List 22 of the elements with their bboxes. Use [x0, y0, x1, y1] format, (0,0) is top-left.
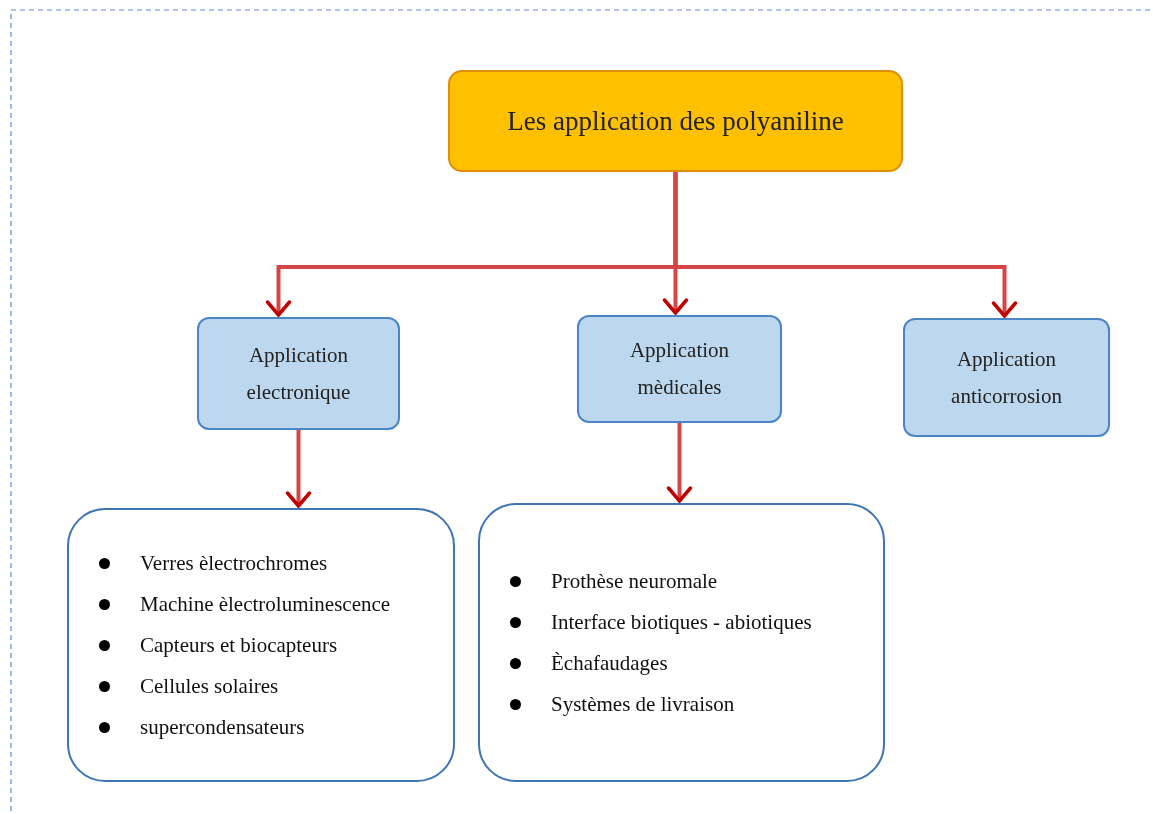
title-text: Les application des polyaniline [507, 105, 844, 137]
list-box [67, 508, 455, 782]
list-item: supercondensateurs [140, 714, 305, 740]
category-label: Application mèdicales [628, 337, 731, 401]
list-item: Èchafaudages [551, 650, 668, 676]
title-box [448, 70, 903, 172]
list-item: Prothèse neuromale [551, 568, 718, 594]
category-label: Application anticorrosion [950, 345, 1063, 410]
list-item: Interface biotiques - abiotiques [551, 609, 812, 635]
list-item: Machine èlectroluminescence [140, 591, 391, 617]
list-item: Cellules solaires [140, 673, 279, 699]
category-box [197, 317, 400, 430]
category-box [577, 315, 782, 423]
list-item: Verres èlectrochromes [140, 550, 328, 576]
arrow [285, 430, 312, 508]
category-box [903, 318, 1110, 437]
list-item: Systèmes de livraison [551, 691, 735, 717]
list-item: Capteurs et biocapteurs [140, 632, 338, 658]
arrow [673, 172, 1018, 318]
category-label: Application electronique [245, 341, 352, 406]
arrow [666, 423, 693, 503]
list-box [478, 503, 885, 782]
